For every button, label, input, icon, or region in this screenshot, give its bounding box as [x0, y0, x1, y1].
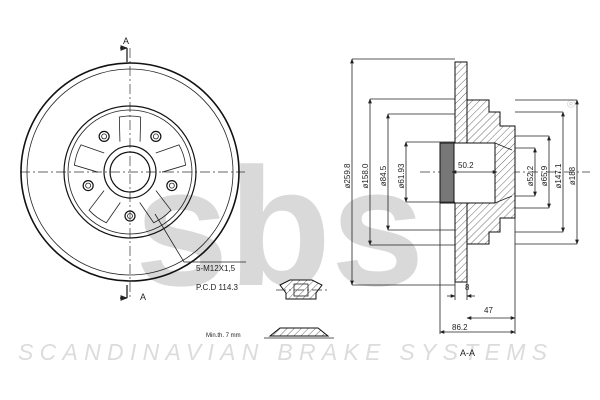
diameter-dimensions: ø259.8 ø158.0 ø84.5 ø61.93 ø52.2 ø65.9 ø147.1 ø… — [343, 58, 579, 286]
center-bore-inner — [109, 151, 151, 193]
lug-hole — [166, 179, 178, 192]
watermark-tagline: SCANDINAVIAN BRAKE SYSTEMS — [18, 339, 548, 365]
dim-d_52_2: ø52.2 — [526, 165, 535, 186]
lug-hole — [150, 130, 162, 143]
bolt-seat-detail — [276, 279, 328, 300]
sbs-logo-text: sbs — [135, 133, 425, 321]
disc-outer-edge — [20, 62, 240, 282]
dim-d_65_9: ø65.9 — [540, 165, 549, 186]
lug-hole-inner — [101, 133, 108, 140]
hub-bosses — [73, 115, 187, 224]
registered-mark: ® — [567, 99, 575, 111]
lug-hole-inner — [152, 133, 159, 140]
section-view: ø259.8 ø158.0 ø84.5 ø61.93 ø52.2 ø65.9 ø147.1 ø… — [343, 58, 590, 358]
disc-outer-chamfer — [26, 68, 234, 276]
hub-boss-outline — [88, 190, 121, 224]
bore-chamfer-bottom — [494, 195, 513, 204]
hub-boss-outline — [139, 190, 172, 224]
dim-d_158_0: ø158.0 — [361, 163, 370, 188]
dim-d_61_93: ø61.93 — [397, 163, 406, 188]
hub-boss-outline — [155, 144, 187, 173]
min-thickness-label: Min.th. 7 mm — [206, 333, 241, 339]
lug-hole — [82, 179, 94, 192]
lug-bolt-holes — [82, 130, 178, 222]
dim-d_188: ø188 — [568, 166, 577, 185]
dim-d_147_1: ø147.1 — [554, 163, 563, 188]
section-title: A-A — [460, 348, 475, 358]
hub-boss-outline — [118, 115, 142, 142]
bolt-thread-label: 5-M12X1,5 — [196, 264, 236, 273]
section-marker-a-top: A — [123, 36, 129, 46]
bolt-label-leader — [154, 213, 246, 263]
center-bore-outer — [103, 145, 157, 199]
dim-47: 47 — [484, 306, 493, 315]
hub-boss-outline — [73, 144, 105, 173]
lug-hole — [124, 210, 136, 222]
bore-chamfer-top — [494, 142, 513, 151]
lug-hole-inner — [85, 182, 92, 189]
dim-d_259_8: ø259.8 — [343, 163, 352, 188]
lug-hole — [98, 130, 110, 143]
dim-50-2: 50.2 — [458, 161, 474, 170]
min-thickness-detail — [264, 327, 334, 339]
dim-8: 8 — [465, 283, 470, 292]
hub-outer-circle — [63, 105, 197, 239]
front-view: A A 5-M12X1,5 P.C.D 114.3 Min.th. 7 mm — [20, 36, 334, 339]
lug-hole-inner — [127, 213, 133, 219]
lug-hole-inner — [168, 182, 175, 189]
dim-d_84_5: ø84.5 — [379, 165, 388, 186]
bearing-seal — [439, 142, 455, 204]
section-marker-a-bottom: A — [140, 292, 146, 302]
hub-step-circle — [67, 109, 193, 235]
dim-86-2: 86.2 — [452, 323, 468, 332]
pcd-label: P.C.D 114.3 — [196, 283, 239, 292]
